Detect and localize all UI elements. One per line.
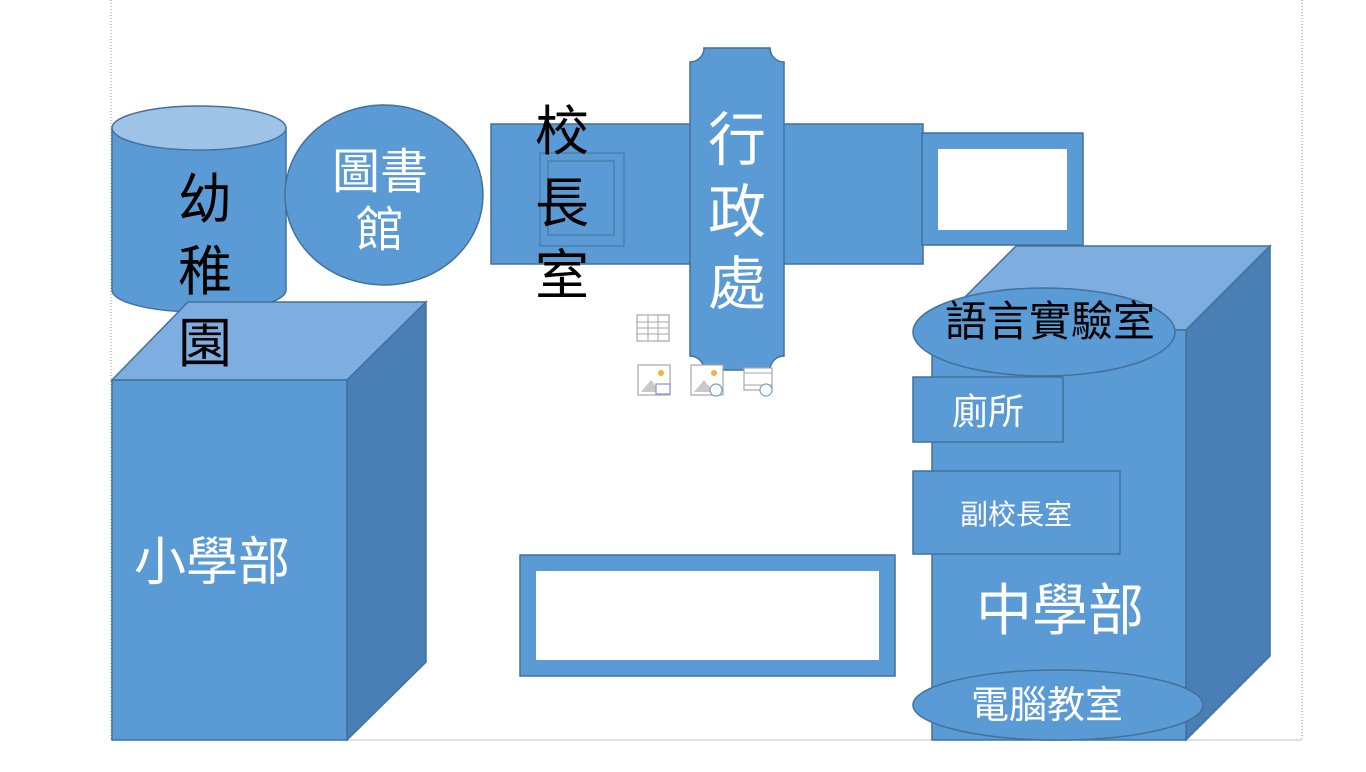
library-label-line1: 圖書	[332, 144, 428, 200]
svg-text:政: 政	[708, 178, 766, 246]
svg-text:幼: 幼	[178, 168, 232, 231]
restroom-label: 廁所	[952, 392, 1024, 433]
principal-office-frame[interactable]	[539, 152, 625, 247]
svg-text:稚: 稚	[178, 240, 232, 303]
svg-text:校: 校	[535, 100, 589, 163]
online-picture-icon[interactable]	[690, 364, 724, 397]
svg-text:長: 長	[535, 172, 589, 235]
principal-office-inner-frame	[547, 160, 615, 236]
video-icon[interactable]	[743, 367, 773, 397]
kindergarten-cylinder[interactable]	[111, 105, 287, 313]
kindergarten-label: 幼 稚 園	[178, 168, 232, 375]
computer-room-label: 電腦教室	[971, 683, 1123, 727]
computer-room-ellipse[interactable]	[912, 669, 1204, 741]
primary-school-cube[interactable]	[110, 300, 428, 742]
vice-principal-office-box[interactable]	[912, 470, 1121, 555]
library-label-line2: 館	[356, 202, 404, 258]
vice-principal-office-label: 副校長室	[960, 498, 1072, 531]
upper-right-frame[interactable]	[921, 132, 1084, 246]
svg-text:園: 園	[178, 312, 232, 375]
administration-label: 行 政 處	[708, 106, 766, 318]
bottom-center-frame[interactable]	[519, 554, 896, 677]
svg-text:處: 處	[708, 250, 766, 318]
language-lab-label: 語言實驗室	[945, 297, 1155, 346]
table-icon[interactable]	[636, 314, 670, 342]
language-lab-ellipse[interactable]	[912, 287, 1176, 377]
principal-office-label: 校 長 室	[535, 100, 589, 307]
svg-text:室: 室	[535, 244, 589, 307]
picture-icon[interactable]	[637, 364, 671, 396]
library-circle[interactable]	[284, 104, 484, 286]
restroom-box[interactable]	[912, 376, 1064, 443]
primary-school-label: 小學部	[134, 533, 290, 593]
svg-text:行: 行	[708, 106, 766, 174]
secondary-school-label: 中學部	[976, 579, 1144, 644]
